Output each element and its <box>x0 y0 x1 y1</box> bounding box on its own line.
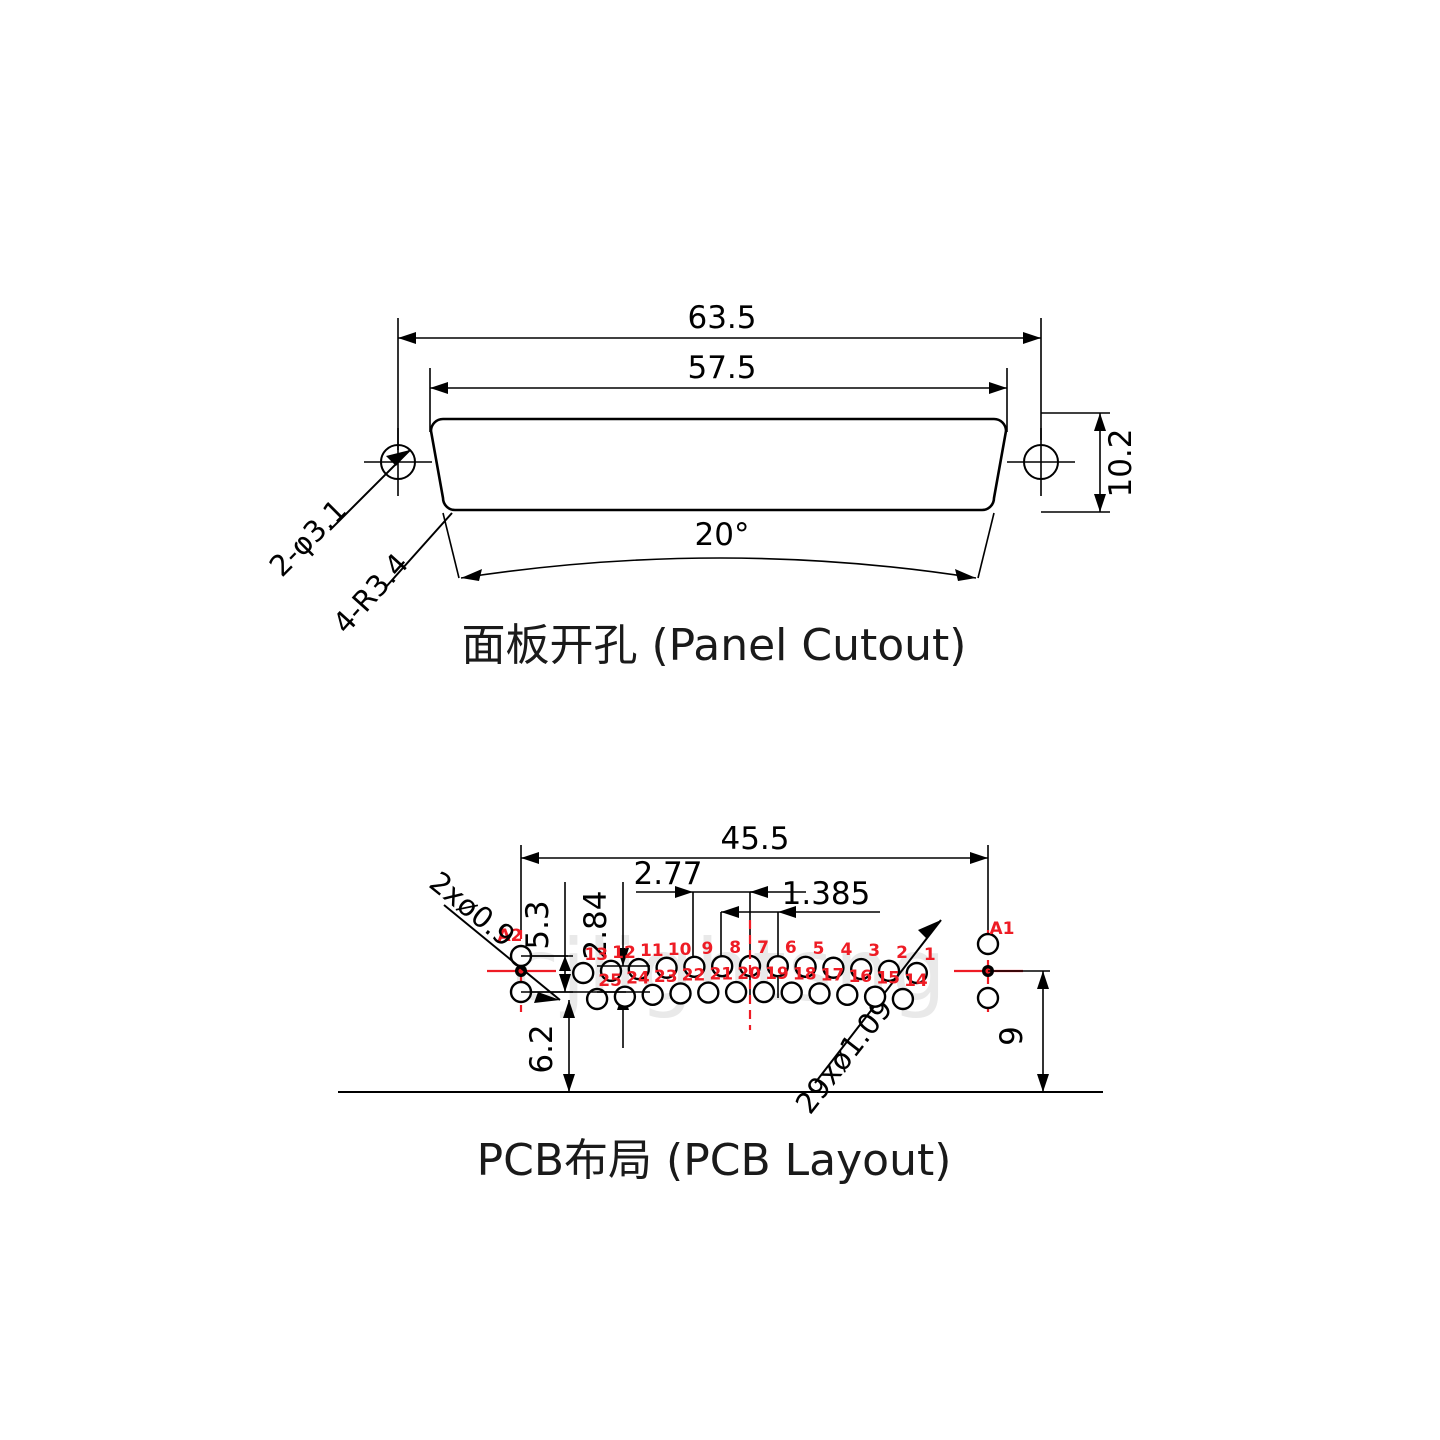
pcb-power-pin-a1: A1 <box>954 919 1023 1012</box>
dim-label-45-5: 45.5 <box>720 821 789 857</box>
dim-label-2-77: 2.77 <box>633 856 702 892</box>
dim-9: 9 <box>988 971 1050 1092</box>
dim-label-1-385: 1.385 <box>782 876 871 912</box>
dim-label-63-5: 63.5 <box>687 300 756 336</box>
pin-label-19: 19 <box>765 964 789 984</box>
dim-label-5-3: 5.3 <box>520 900 556 949</box>
panel-cutout-view: 63.5 57.5 <box>263 300 1139 671</box>
leader-corner-radius: 4-R3.4 <box>326 513 452 640</box>
pin-label-8: 8 <box>729 938 741 958</box>
dim-angle-20deg: 20° <box>443 513 994 581</box>
label-2-phi-3-1: 2-φ3.1 <box>263 493 354 584</box>
dim-label-6-2: 6.2 <box>524 1024 560 1073</box>
pin-label-18: 18 <box>793 965 817 985</box>
pin-label-23: 23 <box>654 967 678 987</box>
pin-label-9: 9 <box>701 939 713 959</box>
pcb-hole <box>643 985 663 1005</box>
pcb-hole <box>726 982 746 1002</box>
pin-label-a1: A1 <box>990 919 1015 939</box>
pcb-hole <box>754 982 774 1002</box>
pin-label-3: 3 <box>868 941 880 961</box>
pcb-layout-view: cjlightsng 45.5 5.3 <box>338 821 1103 1186</box>
pin-label-10: 10 <box>668 940 692 960</box>
pcb-hole <box>573 963 593 983</box>
pin-label-4: 4 <box>840 940 852 960</box>
label-2x-phi-0-9: 2xø0.9 <box>423 865 522 954</box>
dim-label-9: 9 <box>994 1026 1030 1046</box>
pcb-hole <box>671 983 691 1003</box>
panel-cutout-caption: 面板开孔 (Panel Cutout) <box>462 620 967 671</box>
pcb-hole <box>810 983 830 1003</box>
pin-label-12: 12 <box>612 943 636 963</box>
pcb-hole <box>865 987 885 1007</box>
panel-mount-hole-right <box>1007 428 1075 496</box>
pin-label-14: 14 <box>904 971 928 991</box>
pcb-hole <box>837 985 857 1005</box>
pcb-hole <box>893 989 913 1009</box>
pcb-hole <box>615 987 635 1007</box>
dim-label-57-5: 57.5 <box>687 350 756 386</box>
pin-label-1: 1 <box>924 945 936 965</box>
pin-label-15: 15 <box>876 969 900 989</box>
panel-cutout-outline <box>431 419 1006 510</box>
dim-label-10-2: 10.2 <box>1103 428 1139 497</box>
pin-label-11: 11 <box>640 941 664 961</box>
pin-label-2: 2 <box>896 943 908 963</box>
pin-label-22: 22 <box>682 965 706 985</box>
pcb-hole <box>782 983 802 1003</box>
pin-label-16: 16 <box>848 967 872 987</box>
pin-label-17: 17 <box>821 965 845 985</box>
pcb-layout-caption: PCB布局 (PCB Layout) <box>477 1135 952 1186</box>
label-4-r-3-4: 4-R3.4 <box>326 547 415 640</box>
pcb-hole <box>698 983 718 1003</box>
pin-label-6: 6 <box>785 938 797 958</box>
pin-label-7: 7 <box>757 938 769 958</box>
pin-label-5: 5 <box>813 939 825 959</box>
pin-label-21: 21 <box>709 965 733 985</box>
dim-label-20-deg: 20° <box>695 517 750 553</box>
